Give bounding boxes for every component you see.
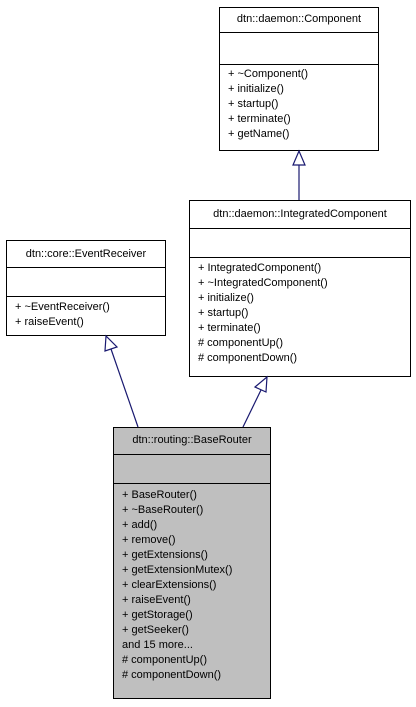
- divider: [114, 454, 270, 455]
- method: + ~IntegratedComponent(): [198, 277, 328, 289]
- edge-baserouter-to-integrated: [242, 389, 262, 428]
- method: + getSeeker(): [122, 624, 189, 636]
- method: + getName(): [228, 128, 290, 140]
- divider: [7, 296, 165, 297]
- method: # componentDown(): [122, 669, 222, 681]
- divider: [114, 483, 270, 484]
- method: + getStorage(): [122, 609, 193, 621]
- method: + add(): [122, 519, 158, 531]
- method: + clearExtensions(): [122, 579, 217, 591]
- class-base-router[interactable]: dtn::routing::BaseRouter + BaseRouter() …: [113, 427, 271, 699]
- class-name: dtn::daemon::IntegratedComponent: [213, 208, 387, 220]
- class-name: dtn::daemon::Component: [236, 13, 362, 25]
- method: + raiseEvent(): [122, 594, 191, 606]
- method: # componentUp(): [198, 337, 283, 349]
- method: + raiseEvent(): [15, 316, 84, 328]
- method: + terminate(): [198, 322, 261, 334]
- class-event-receiver[interactable]: dtn::core::EventReceiver + ~EventReceive…: [6, 240, 166, 336]
- method: + BaseRouter(): [122, 489, 197, 501]
- method-list: + ~Component() + initialize() + startup(…: [228, 67, 376, 142]
- divider: [7, 267, 165, 268]
- method: + getExtensions(): [122, 549, 208, 561]
- method: + ~EventReceiver(): [15, 301, 110, 313]
- method: and 15 more...: [122, 639, 193, 651]
- method: + getExtensionMutex(): [122, 564, 233, 576]
- method: + IntegratedComponent(): [198, 262, 322, 274]
- method: # componentDown(): [198, 352, 298, 364]
- divider: [220, 64, 378, 65]
- method-list: + BaseRouter() + ~BaseRouter() + add() +…: [122, 488, 268, 683]
- method: + initialize(): [198, 292, 254, 304]
- method: + remove(): [122, 534, 176, 546]
- class-name: dtn::routing::BaseRouter: [132, 434, 252, 446]
- inheritance-arrowhead: [104, 334, 119, 352]
- method: + initialize(): [228, 83, 284, 95]
- method: + terminate(): [228, 113, 291, 125]
- inheritance-arrowhead: [292, 149, 306, 166]
- divider: [190, 228, 410, 229]
- method: + ~Component(): [228, 68, 309, 80]
- method: + startup(): [198, 307, 249, 319]
- method: # componentUp(): [122, 654, 207, 666]
- method: + startup(): [228, 98, 279, 110]
- class-name: dtn::core::EventReceiver: [25, 248, 147, 260]
- method: + ~BaseRouter(): [122, 504, 204, 516]
- divider: [190, 257, 410, 258]
- class-component[interactable]: dtn::daemon::Component + ~Component() + …: [219, 7, 379, 151]
- class-integrated-component[interactable]: dtn::daemon::IntegratedComponent + Integ…: [189, 200, 411, 377]
- edge-baserouter-to-eventreceiver: [110, 348, 139, 428]
- divider: [220, 32, 378, 33]
- method-list: + IntegratedComponent() + ~IntegratedCom…: [198, 261, 408, 366]
- inheritance-arrowhead: [253, 375, 268, 393]
- method-list: + ~EventReceiver() + raiseEvent(): [15, 300, 163, 330]
